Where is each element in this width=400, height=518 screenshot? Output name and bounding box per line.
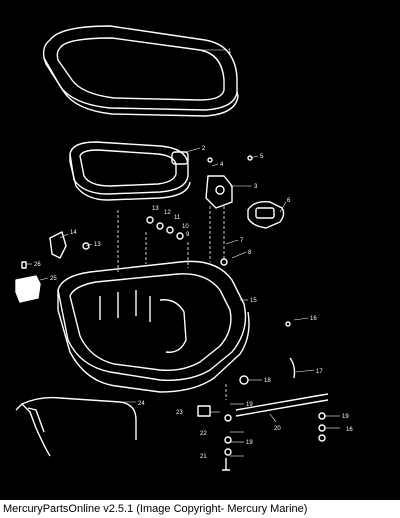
part-bracket <box>205 175 233 209</box>
callout-19-left-a: 19 <box>246 402 253 408</box>
callout-8: 8 <box>248 250 252 256</box>
part-bottom-cowl <box>57 260 250 393</box>
callout-13-upper: 13 <box>152 206 159 212</box>
callout-12: 12 <box>164 210 171 216</box>
leader-lines <box>26 49 340 457</box>
callout-7: 7 <box>240 238 244 244</box>
callout-10: 10 <box>182 224 189 230</box>
callout-20: 20 <box>274 426 281 432</box>
part-top-seal <box>42 25 239 117</box>
callout-2: 2 <box>202 146 206 152</box>
part-link-rod <box>235 393 329 417</box>
callout-26: 26 <box>34 262 41 268</box>
exploded-parts-diagram: 1 2 3 4 5 6 7 8 9 10 11 12 13 13 14 15 1… <box>15 25 354 471</box>
callout-18: 18 <box>264 378 271 384</box>
callout-15: 15 <box>250 298 257 304</box>
part-hose <box>15 396 137 457</box>
callout-22: 22 <box>200 431 207 437</box>
callout-25: 25 <box>50 276 57 282</box>
part-latch <box>247 200 285 229</box>
callout-16-upper: 16 <box>310 316 317 322</box>
callout-16-lower: 16 <box>346 427 353 433</box>
callout-17: 17 <box>316 369 323 375</box>
callout-11: 11 <box>174 215 181 221</box>
callout-23: 23 <box>176 410 183 416</box>
callout-6: 6 <box>287 198 291 204</box>
copyright-footer: MercuryPartsOnline v2.5.1 (Image Copyrig… <box>0 500 400 518</box>
callout-4: 4 <box>220 162 224 168</box>
callout-13-lower: 13 <box>94 242 101 248</box>
part-inner-seal <box>69 141 191 201</box>
callout-19-right: 19 <box>342 414 349 420</box>
callout-14: 14 <box>70 230 77 236</box>
callout-21: 21 <box>200 454 207 460</box>
part-block <box>15 275 41 303</box>
callout-9: 9 <box>186 232 190 238</box>
callout-19-left-b: 19 <box>246 440 253 446</box>
part-hinge-bracket <box>49 231 67 259</box>
callout-5: 5 <box>260 154 264 160</box>
hardware <box>21 155 326 471</box>
alignment-lines <box>117 206 227 400</box>
callout-3: 3 <box>254 184 258 190</box>
callout-1: 1 <box>228 49 232 55</box>
diagram-svg: 1 2 3 4 5 6 7 8 9 10 11 12 13 13 14 15 1… <box>15 25 353 471</box>
callout-24: 24 <box>138 401 145 407</box>
